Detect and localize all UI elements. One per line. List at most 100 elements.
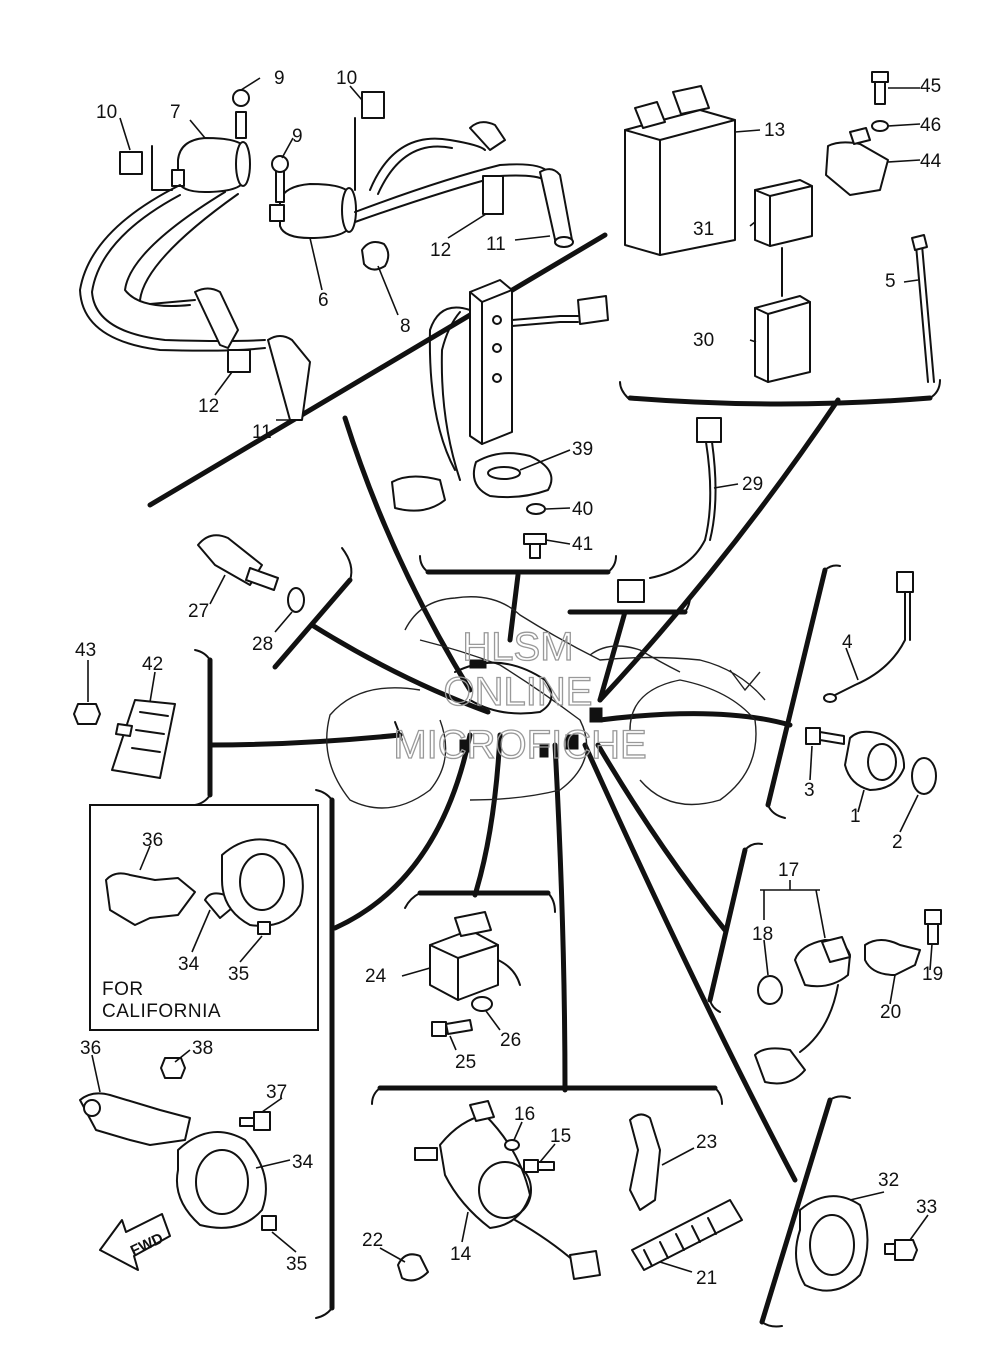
angle-sensor-group [429, 911, 521, 1037]
speed-sensor-group [754, 909, 942, 1085]
connector-cap-10-right [361, 91, 385, 119]
connector-29 [696, 417, 722, 443]
callout-8: 8 [400, 316, 411, 337]
bolt-41 [523, 533, 547, 545]
cdi-group-border [627, 395, 933, 407]
california-note-line2: CALIFORNIA [102, 1001, 221, 1022]
callout-17: 17 [778, 860, 799, 881]
callout-7: 7 [170, 102, 181, 123]
cdi-unit-13 [624, 109, 736, 256]
bolt-15 [523, 1159, 539, 1173]
bolt-19 [924, 909, 942, 925]
callout-34b: 34 [292, 1152, 314, 1173]
callout-18: 18 [752, 924, 773, 945]
group-outlines [147, 232, 941, 1328]
bracket-36-lower [79, 1092, 191, 1146]
switch-44 [825, 141, 889, 196]
horn-inset [221, 838, 304, 927]
callout-22: 22 [362, 1230, 383, 1251]
plug-cap-12-top [469, 121, 506, 151]
callout-4: 4 [842, 632, 853, 653]
reflector-group [73, 699, 176, 779]
washer-28 [287, 587, 305, 613]
callout-42: 42 [142, 654, 163, 675]
callout-29: 29 [742, 474, 763, 495]
callout-27: 27 [188, 601, 209, 622]
connector-cap-10 [119, 151, 143, 175]
main-switch-group [805, 571, 937, 795]
cdi-relay-group [624, 71, 935, 383]
washer-16 [504, 1139, 520, 1151]
callout-5: 5 [885, 271, 896, 292]
callout-14: 14 [450, 1244, 472, 1265]
callout-35a: 35 [228, 964, 249, 985]
callout-43: 43 [75, 640, 96, 661]
o-ring-18 [757, 975, 783, 1005]
callout-28: 28 [252, 634, 273, 655]
callout-6: 6 [318, 290, 329, 311]
washer-46 [871, 120, 889, 132]
speed-sensor-group-border [707, 847, 748, 1003]
callout-21: 21 [696, 1268, 717, 1289]
callout-40: 40 [572, 499, 593, 520]
fuel-sender-39 [469, 279, 513, 445]
clamp-8 [361, 241, 390, 271]
nut-38 [160, 1057, 186, 1079]
callout-39: 39 [572, 439, 593, 460]
watermark: HLSM ONLINE MICROFICHE [393, 624, 648, 767]
horn-32 [795, 1195, 869, 1292]
ignition-coil-group [79, 89, 574, 421]
starter-group [397, 1100, 743, 1282]
horn-right-group [795, 1195, 918, 1292]
callout-36a: 36 [142, 830, 163, 851]
callout-19: 19 [922, 964, 943, 985]
fuel-sender-group [391, 279, 722, 603]
callout-44: 44 [920, 151, 942, 172]
california-box [89, 804, 319, 1031]
callout-31: 31 [693, 219, 714, 240]
holder-23 [629, 1113, 661, 1211]
clamp-22 [397, 1253, 429, 1282]
bolt-3 [805, 727, 821, 745]
main-switch-group-border [765, 567, 828, 808]
nut-43 [73, 703, 101, 725]
california-note-line1: FOR [102, 979, 144, 1000]
callout-45: 45 [920, 76, 941, 97]
ignition-coil-7 [177, 137, 246, 193]
watermark-line1: HLSM [462, 625, 573, 669]
horn-34 [176, 1131, 267, 1229]
relay-31 [754, 179, 813, 247]
bolt-35 [261, 1215, 277, 1231]
washer-26 [471, 996, 493, 1012]
horn-left-group [79, 1057, 277, 1231]
callout-20: 20 [880, 1002, 901, 1023]
cable-tie-5 [911, 234, 928, 251]
fwd-arrow: FWD [99, 1213, 171, 1271]
reflector-42 [111, 699, 176, 779]
bracket-36 [105, 872, 196, 926]
washer-40 [526, 503, 546, 515]
bolt-45 [871, 71, 889, 83]
group-leader-lines [207, 397, 841, 1183]
bolt-37 [253, 1111, 271, 1131]
callout-9a: 9 [274, 68, 285, 89]
sensor-group [197, 534, 305, 613]
plug-cap-11-bottom [267, 335, 311, 421]
callout-37: 37 [266, 1082, 287, 1103]
callout-30: 30 [693, 330, 714, 351]
callout-16: 16 [514, 1104, 535, 1125]
sensor-24 [429, 929, 499, 1001]
watermark-line3: MICROFICHE [393, 723, 646, 767]
callout-3: 3 [804, 780, 815, 801]
callout-36b: 36 [80, 1038, 101, 1059]
callout-25: 25 [455, 1052, 476, 1073]
sender-base [472, 452, 553, 499]
o-ring-2 [911, 757, 937, 795]
plug-cap-11-top [539, 168, 573, 245]
ignition-group-border [147, 232, 608, 508]
bracket-20 [864, 939, 921, 976]
callout-10a: 10 [96, 102, 117, 123]
horn-right-group-border [759, 1097, 833, 1325]
callout-33: 33 [916, 1197, 937, 1218]
